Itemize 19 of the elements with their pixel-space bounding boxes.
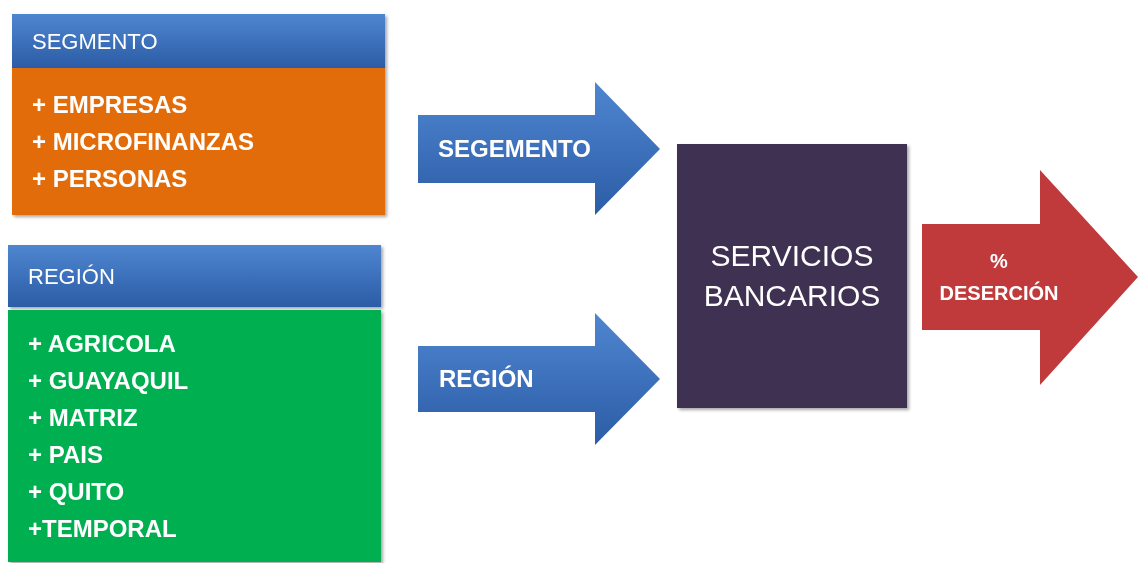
list-item: + QUITO	[28, 477, 126, 507]
process-box	[677, 144, 907, 408]
block-arrow	[922, 170, 1138, 385]
list-item: + AGRICOLA	[28, 329, 177, 359]
list-item: + EMPRESAS	[32, 90, 189, 120]
header-text: REGIÓN	[28, 262, 115, 291]
edge-label: % DESERCIÓN	[939, 249, 1059, 306]
header-text: SEGMENTO	[32, 27, 158, 56]
block-arrow	[418, 82, 660, 215]
block-arrow	[418, 313, 660, 445]
list-item: + PERSONAS	[32, 164, 189, 194]
list-item: + MICROFINANZAS	[32, 127, 255, 157]
list-item: + PAIS	[28, 440, 104, 470]
edge-label: SEGEMENTO	[438, 134, 591, 164]
edge-label: REGIÓN	[439, 364, 534, 394]
box-label: SERVICIOS BANCARIOS	[702, 238, 882, 314]
list-item: +TEMPORAL	[28, 514, 178, 544]
list-item: + MATRIZ	[28, 403, 139, 433]
list-item: + GUAYAQUIL	[28, 366, 190, 396]
